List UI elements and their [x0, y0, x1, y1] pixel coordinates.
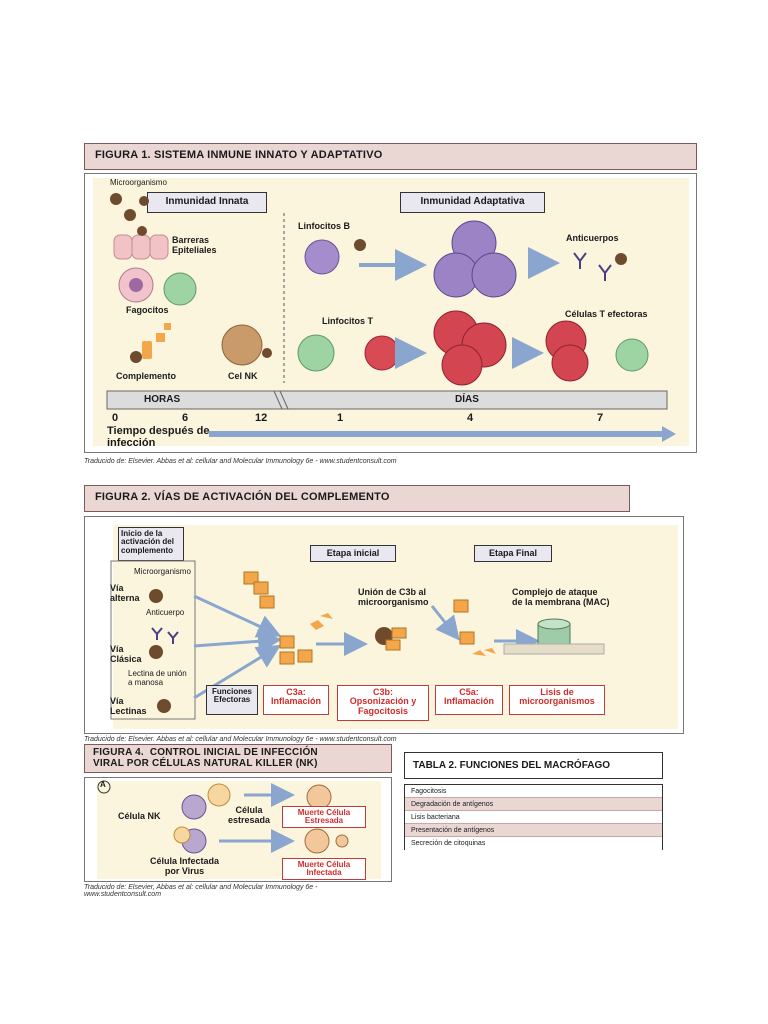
c3b-union-label: Unión de C3b al microorganismo: [358, 587, 429, 607]
microorganism-label-2: Microorganismo: [134, 567, 191, 576]
antibodies-label: Anticuerpos: [566, 233, 619, 243]
barriers-label: Barreras Epiteliales: [172, 235, 217, 255]
tick-12: 12: [255, 412, 268, 424]
fig4-source: Traducido de: Elsevier, Abbas et al: cel…: [84, 884, 318, 898]
effect-c3b: C3b: Opsonización y Fagocitosis: [337, 685, 429, 721]
start-box: Inicio de la activación del complemento: [118, 527, 184, 561]
stressed-label: Célula estresada: [228, 805, 271, 825]
death-infected: Muerte Célula Infectada: [282, 858, 366, 880]
stage-initial: Etapa inicial: [310, 545, 396, 562]
t-lymph-label: Linfocitos T: [322, 316, 373, 326]
lectin-label: Lectina de unión a manosa: [128, 669, 187, 687]
marker-a: A: [100, 780, 106, 789]
complement-label: Complemento: [116, 371, 177, 381]
fig2-source: Traducido de: Elsevier. Abbas et al: cel…: [84, 736, 397, 743]
microorganism-icon: [110, 193, 149, 221]
time-label: Tiempo después de infección: [107, 425, 210, 450]
table2-title: TABLA 2. FUNCIONES DEL MACRÓFAGO: [404, 752, 663, 779]
t-effector-label: Células T efectoras: [565, 309, 648, 319]
effect-lysis: Lisis de microorganismos: [509, 685, 605, 715]
b-lymph-label: Linfocitos B: [298, 221, 350, 231]
tick-6: 6: [182, 412, 189, 424]
plasma-cells-icon: [433, 220, 517, 298]
table2-body: Fagocitosis Degradación de antígenos Lis…: [404, 784, 663, 850]
tick-4: 4: [467, 412, 474, 424]
death-stressed: Muerte Célula Estresada: [282, 806, 366, 828]
effect-c5a: C5a: Inflamación: [435, 685, 503, 715]
tick-7: 7: [597, 412, 604, 424]
fig4-title: FIGURA 4. CONTROL INICIAL DE INFECCIÓN V…: [84, 744, 392, 773]
fig1-title: FIGURA 1. SISTEMA INMUNE INNATO Y ADAPTA…: [84, 143, 697, 170]
mac-icon: [503, 618, 605, 655]
antibody-icon: [573, 252, 612, 281]
stage-final: Etapa Final: [474, 545, 552, 562]
table-row: Fagocitosis: [405, 785, 662, 798]
fig1-illustration: [106, 193, 676, 442]
table-row: Presentación de antígenos: [405, 824, 662, 837]
t-cell-clones-icon: [433, 310, 507, 386]
table-row: Degradación de antígenos: [405, 798, 662, 811]
phagocytes-label: Fagocitos: [126, 305, 169, 315]
nk-cell-label: Célula NK: [118, 811, 161, 821]
table-row: Secreción de citoquinas: [405, 837, 662, 850]
b-lymphocyte-icon: [304, 239, 366, 275]
adaptive-title: Inmunidad Adaptativa: [400, 192, 545, 213]
infected-label: Célula Infectada por Virus: [150, 856, 220, 876]
lectin-path-label: Vía Lectinas: [110, 696, 147, 716]
fig2-title: FIGURA 2. VÍAS DE ACTIVACIÓN DEL COMPLEM…: [84, 485, 630, 512]
alt-path-label: Vía alterna: [110, 583, 140, 603]
effect-c3a: C3a: Inflamación: [263, 685, 329, 715]
nk-label: Cel NK: [228, 371, 258, 381]
effector-label: Funciones Efectoras: [206, 685, 258, 715]
fig1-source: Traducido de: Elsevier. Abbas et al: cel…: [84, 458, 397, 465]
t-lymphocyte-icon: [297, 334, 400, 372]
days-label: DÍAS: [455, 394, 479, 405]
nk-cell-icon: [221, 324, 272, 366]
tick-1: 1: [337, 412, 344, 424]
effector-t-icon: [545, 320, 589, 382]
table-row: Lisis bacteriana: [405, 811, 662, 824]
mac-label: Complejo de ataque de la membrana (MAC): [512, 587, 610, 607]
epithelium-icon: [113, 234, 169, 260]
antibody-label: Anticuerpo: [146, 608, 185, 617]
fig2-illustration: [110, 560, 605, 720]
phagocyte-icon: [118, 267, 197, 306]
complement-icon: [142, 323, 171, 359]
tick-0: 0: [112, 412, 119, 424]
classic-path-label: Vía Clásica: [110, 644, 142, 664]
hours-label: HORAS: [144, 394, 181, 405]
microorganism-label: Microorganismo: [110, 178, 167, 187]
